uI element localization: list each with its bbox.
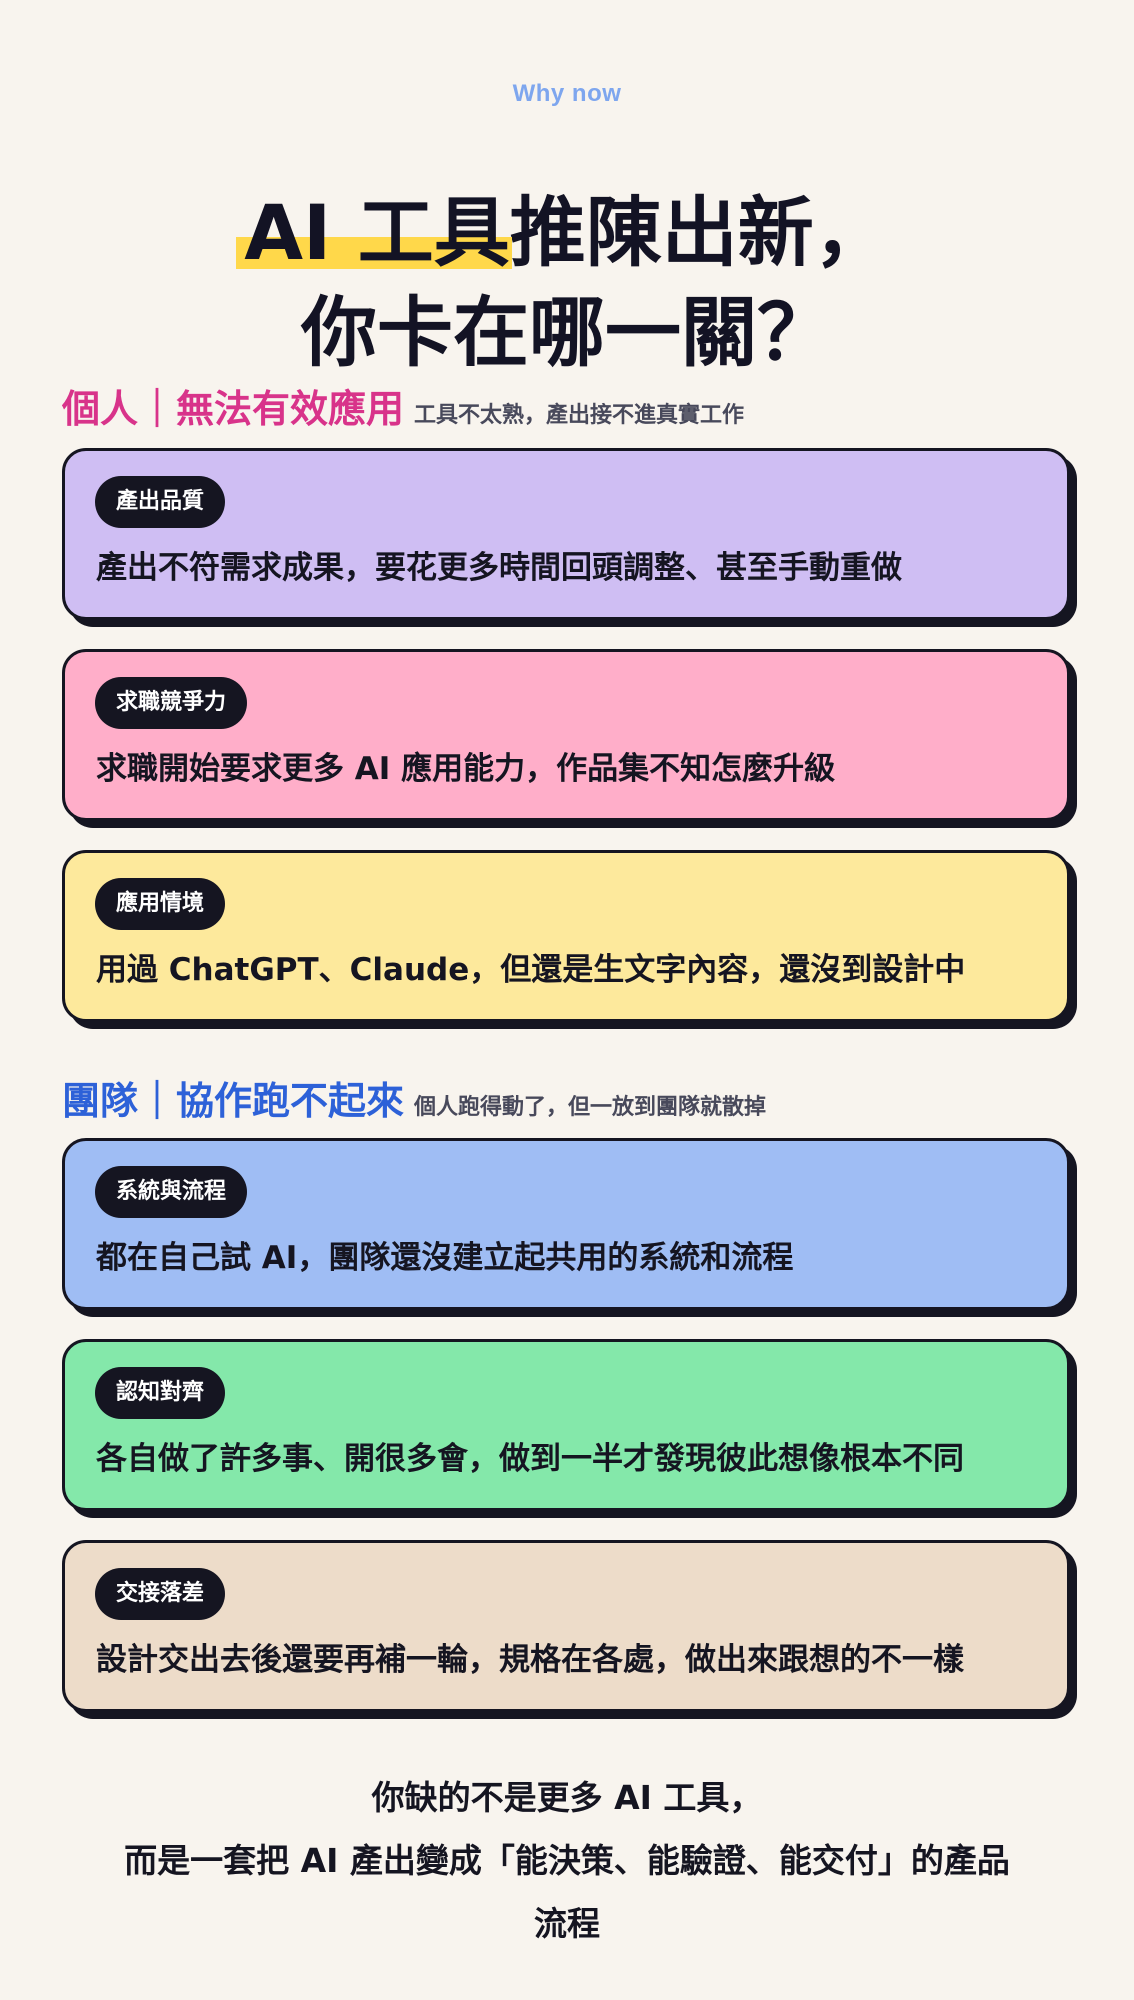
- personal-section-subtitle: 工具不太熟，產出接不進真實工作: [414, 403, 745, 428]
- page-title-line-2: 你卡在哪一關？: [301, 287, 833, 377]
- use-case-description: 用過 ChatGPT、Claude，但還是生文字內容，還沒到設計中: [96, 952, 966, 988]
- why-now-label: Why now: [512, 80, 622, 107]
- closing-line-3: 流程: [534, 1904, 600, 1943]
- output-quality-description: 產出不符需求成果，要花更多時間回頭調整、甚至手動重做: [96, 550, 902, 586]
- alignment-description: 各自做了許多事、開很多會，做到一半才發現彼此想像根本不同: [96, 1441, 964, 1477]
- output-quality-card: 產出品質 產出不符需求成果，要花更多時間回頭調整、甚至手動重做: [62, 448, 1070, 620]
- system-process-card: 系統與流程 都在自己試 AI，團隊還沒建立起共用的系統和流程: [62, 1138, 1070, 1310]
- highlighted-title-text: AI 工具: [236, 183, 512, 283]
- page-title-line-1: AI 工具推陳出新，: [0, 183, 1134, 283]
- closing-statement: 你缺的不是更多 AI 工具， 而是一套把 AI 產出變成「能決策、能驗證、能交付…: [0, 1766, 1134, 1955]
- alignment-tag: 認知對齊: [95, 1367, 226, 1419]
- handoff-gap-tag: 交接落差: [95, 1568, 226, 1620]
- team-section-title: 團隊｜協作跑不起來: [62, 1079, 405, 1123]
- job-competitiveness-card: 求職競爭力 求職開始要求更多 AI 應用能力，作品集不知怎麼升級: [62, 649, 1070, 821]
- page-title: AI 工具推陳出新， 你卡在哪一關？: [0, 183, 1134, 383]
- alignment-card: 認知對齊 各自做了許多事、開很多會，做到一半才發現彼此想像根本不同: [62, 1339, 1070, 1511]
- use-case-tag: 應用情境: [95, 878, 226, 930]
- use-case-card: 應用情境 用過 ChatGPT、Claude，但還是生文字內容，還沒到設計中: [62, 850, 1070, 1022]
- system-process-tag: 系統與流程: [95, 1166, 248, 1218]
- title-rest: 推陳出新，: [509, 187, 890, 277]
- personal-section-heading: 個人｜無法有效應用工具不太熟，產出接不進真實工作: [62, 378, 744, 433]
- closing-line-2: 而是一套把 AI 產出變成「能決策、能驗證、能交付」的產品: [124, 1841, 1010, 1880]
- team-section-heading: 團隊｜協作跑不起來個人跑得動了，但一放到團隊就散掉: [62, 1070, 766, 1125]
- handoff-gap-description: 設計交出去後還要再補一輪，規格在各處，做出來跟想的不一樣: [96, 1642, 964, 1678]
- handoff-gap-card: 交接落差 設計交出去後還要再補一輪，規格在各處，做出來跟想的不一樣: [62, 1540, 1070, 1712]
- job-competitiveness-description: 求職開始要求更多 AI 應用能力，作品集不知怎麼升級: [96, 751, 836, 787]
- team-section-subtitle: 個人跑得動了，但一放到團隊就散掉: [414, 1095, 767, 1120]
- output-quality-tag: 產出品質: [95, 476, 226, 528]
- system-process-description: 都在自己試 AI，團隊還沒建立起共用的系統和流程: [96, 1240, 794, 1276]
- closing-line-1: 你缺的不是更多 AI 工具，: [371, 1778, 763, 1817]
- personal-section-title: 個人｜無法有效應用: [62, 387, 405, 431]
- job-competitiveness-tag: 求職競爭力: [95, 677, 248, 729]
